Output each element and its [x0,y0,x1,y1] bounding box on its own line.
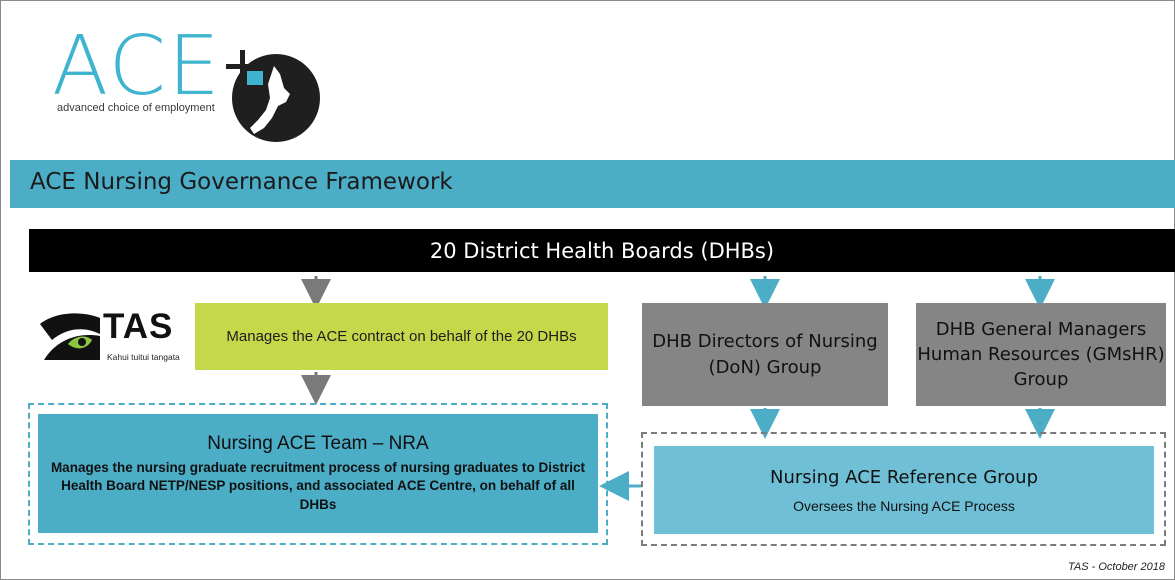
credit-text: TAS - October 2018 [1067,561,1165,573]
nursing-team-box: Nursing ACE Team – NRA Manages the nursi… [38,414,598,533]
reference-group-dashed-border [641,432,1166,546]
page-title: ACE Nursing Governance Framework [30,169,453,195]
nursing-team-dashed-border [28,403,608,545]
tas-logo-wordmark: TAS [103,307,174,346]
ace-logo-nz-map-icon [226,50,320,142]
reference-group-description: Oversees the Nursing ACE Process [793,497,1015,514]
tas-logo-icon [40,313,100,360]
nursing-team-description: Manages the nursing graduate recruitment… [50,460,586,512]
ace-logo-wordmark: ACE [52,19,222,114]
reference-group-heading: Nursing ACE Reference Group [769,466,1039,488]
dhb-bar: 20 District Health Boards (DHBs) [29,229,1175,272]
tas-role-box: Manages the ACE contract on behalf of th… [195,303,608,370]
gmshr-group-box: DHB General Managers Human Resources (GM… [916,303,1166,406]
nursing-team-heading: Nursing ACE Team – NRA [207,433,429,455]
reference-group-box: Nursing ACE Reference Group Oversees the… [654,446,1154,534]
title-bar: ACE Nursing Governance Framework [10,160,1175,208]
tas-logo-subtitle: Kahui tuitui tangata [107,352,180,362]
don-group-box: DHB Directors of Nursing (DoN) Group [642,303,888,406]
ace-logo-tagline: advanced choice of employment [57,102,215,114]
